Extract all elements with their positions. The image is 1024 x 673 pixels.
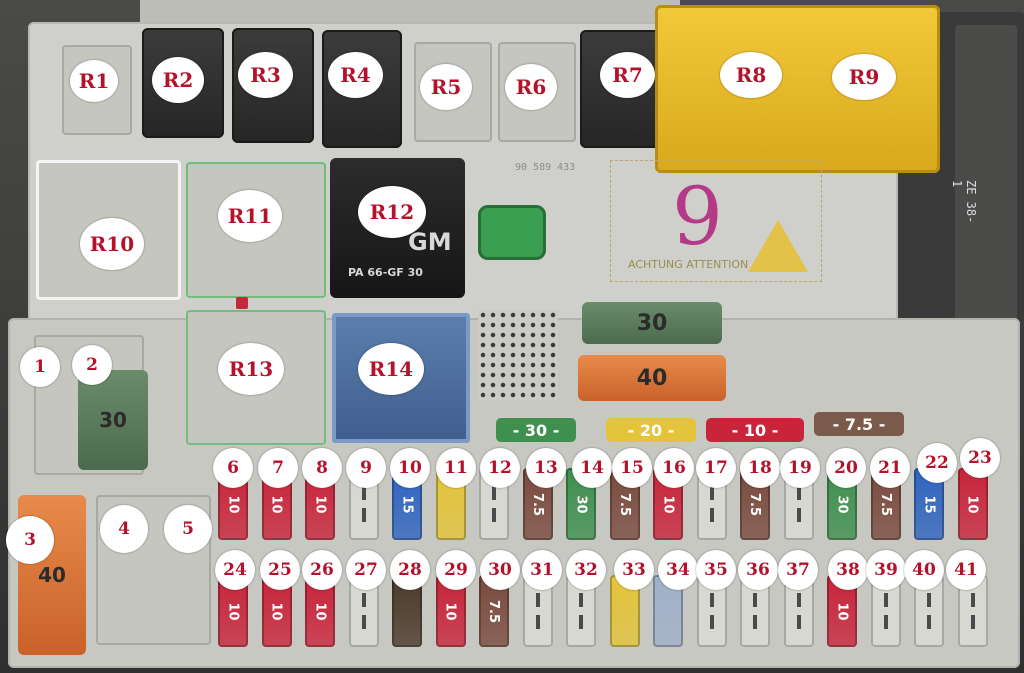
fuse-rating-text: 7.5 xyxy=(747,492,763,516)
fuse-label-10: 10 xyxy=(390,448,430,488)
relay-label-r8: R8 xyxy=(720,52,782,98)
fuse-label-18: 18 xyxy=(740,448,780,488)
relay-label-r9: R9 xyxy=(832,54,896,100)
fuse-label-36: 36 xyxy=(738,550,778,590)
warning-label xyxy=(610,160,822,282)
relay-label-r13: R13 xyxy=(218,343,284,395)
fuse-rating-text: 10 xyxy=(225,494,241,514)
fuse-rating-text: 7.5 xyxy=(530,492,545,516)
maxi-fuse-40: 40 xyxy=(578,355,726,401)
fuse-label-16: 16 xyxy=(654,448,694,488)
fuse-label-5: 5 xyxy=(164,505,212,553)
gm-brand-text: GM xyxy=(408,228,452,256)
fuse-label-22: 22 xyxy=(917,443,957,483)
fuse-label-32: 32 xyxy=(566,550,606,590)
fuse-rating-text: 7.5 xyxy=(878,492,893,516)
strip-fuse-2: - 20 - xyxy=(606,418,696,442)
strip-fuse-3: - 10 - xyxy=(706,418,804,442)
fuse-rating-text: 10 xyxy=(443,601,458,621)
fuse-label-39: 39 xyxy=(866,550,906,590)
fuse-label-19: 19 xyxy=(780,448,820,488)
fuse-label-17: 17 xyxy=(696,448,736,488)
fuse-rating-text: 10 xyxy=(312,601,328,621)
fuse-rating-text: 30 xyxy=(834,494,850,514)
fuse-label-11: 11 xyxy=(436,448,476,488)
fuse-label-3: 3 xyxy=(6,516,54,564)
fuse-23: 10 xyxy=(957,468,988,540)
relay-label-r11: R11 xyxy=(218,190,282,242)
relay-r8-r9-yellow xyxy=(655,5,940,173)
warning-triangle-icon xyxy=(748,220,808,272)
relay-label-r3: R3 xyxy=(238,52,293,98)
side-code-text: ZE 38-1 xyxy=(950,180,978,224)
vent-mesh xyxy=(478,310,558,400)
relay-label-r7: R7 xyxy=(600,52,655,98)
fuse-label-23: 23 xyxy=(960,438,1000,478)
fuse-rating-text: 10 xyxy=(660,494,676,514)
fuse-label-30: 30 xyxy=(480,550,520,590)
fuse-label-33: 33 xyxy=(614,550,654,590)
fuse-label-4: 4 xyxy=(100,505,148,553)
fuse-label-9: 9 xyxy=(346,448,386,488)
strip-fuse-4: - 7.5 - xyxy=(814,412,904,436)
fuse-label-13: 13 xyxy=(526,448,566,488)
fuse-label-6: 6 xyxy=(213,448,253,488)
achtung-text: ACHTUNG ATTENTION xyxy=(628,258,749,271)
fuse-label-29: 29 xyxy=(436,550,476,590)
relay-label-r12: R12 xyxy=(358,186,426,238)
fuse-rating-text: 15 xyxy=(399,494,415,514)
fuse-rating-text: 7.5 xyxy=(486,599,502,623)
part-number-text: 90 589 433 xyxy=(515,162,576,173)
fuse-rating-text: 10 xyxy=(225,601,241,621)
fuse-label-25: 25 xyxy=(260,550,300,590)
fuse-label-38: 38 xyxy=(828,550,868,590)
relay-label-r6: R6 xyxy=(505,64,557,110)
fuse-label-7: 7 xyxy=(258,448,298,488)
fuse-label-8: 8 xyxy=(302,448,342,488)
fuse-label-1: 1 xyxy=(20,347,60,387)
fuse-label-12: 12 xyxy=(480,448,520,488)
fuse-label-34: 34 xyxy=(658,550,698,590)
fuse-label-15: 15 xyxy=(612,448,652,488)
fuse-rating-text: 15 xyxy=(921,494,937,514)
fuse-label-41: 41 xyxy=(946,550,986,590)
fuse-rating-text: 10 xyxy=(834,601,850,621)
handwritten-mark: 9 xyxy=(672,170,723,263)
fuse-label-26: 26 xyxy=(302,550,342,590)
fuse-label-40: 40 xyxy=(904,550,944,590)
fuse-rating-text: 10 xyxy=(312,494,328,514)
fuse-label-24: 24 xyxy=(215,550,255,590)
red-indicator xyxy=(236,297,248,309)
fuse-label-37: 37 xyxy=(778,550,818,590)
relay-label-r5: R5 xyxy=(420,64,472,110)
fuse-label-2: 2 xyxy=(72,345,112,385)
fuse-label-28: 28 xyxy=(390,550,430,590)
fuse-label-27: 27 xyxy=(346,550,386,590)
fuse-label-21: 21 xyxy=(870,448,910,488)
relay-label-r2: R2 xyxy=(152,57,204,103)
fuse-label-35: 35 xyxy=(696,550,736,590)
maxi-fuse-f1-2: 30 xyxy=(78,370,148,470)
strip-fuse-1: - 30 - xyxy=(496,418,576,442)
gm-code-text: PA 66-GF 30 xyxy=(348,266,423,279)
fuse-rating-text: 10 xyxy=(965,494,980,514)
maxi-fuse-30: 30 xyxy=(582,302,722,344)
relay-label-r14: R14 xyxy=(358,343,424,395)
fuse-label-20: 20 xyxy=(826,448,866,488)
fuse-rating-text: 30 xyxy=(573,494,589,514)
fuse-label-14: 14 xyxy=(572,448,612,488)
fuse-rating-text: 10 xyxy=(269,494,284,514)
fuse-rating-text: 10 xyxy=(269,601,284,621)
fuse-label-31: 31 xyxy=(522,550,562,590)
green-latch xyxy=(478,205,546,260)
fuse-rating-text: 7.5 xyxy=(617,492,632,516)
relay-label-r1: R1 xyxy=(70,60,118,102)
relay-label-r10: R10 xyxy=(80,218,144,270)
relay-label-r4: R4 xyxy=(328,52,383,98)
